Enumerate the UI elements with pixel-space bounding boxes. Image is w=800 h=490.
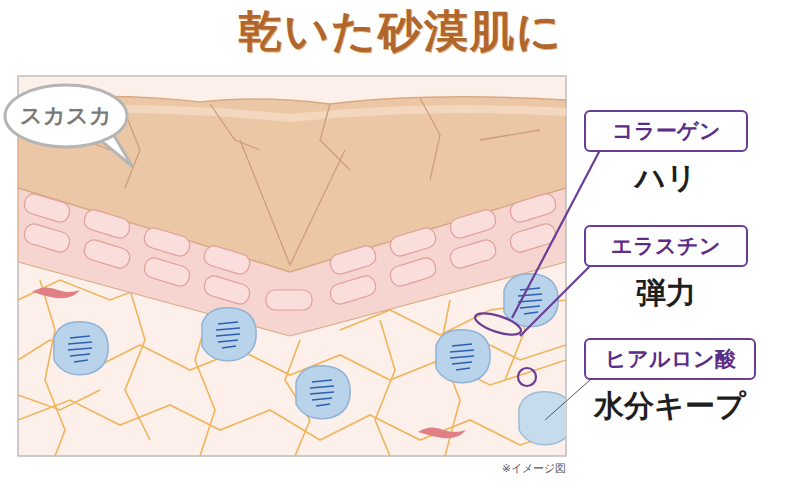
hyaluronic-cells	[54, 274, 566, 445]
fibers	[18, 280, 566, 456]
skin-surface	[18, 96, 566, 272]
speech-bubble: スカスカ	[3, 83, 129, 149]
bubble-text: スカスカ	[20, 101, 112, 131]
label-box: コラーゲンハリ	[584, 110, 748, 199]
leader-line	[545, 380, 590, 420]
title: 乾いた砂漠肌に	[0, 2, 800, 61]
box-caption: ハリ	[584, 158, 748, 199]
leader-lines	[473, 150, 600, 386]
box-heading: エラスチン	[584, 225, 748, 267]
box-caption: 水分キープ	[584, 386, 756, 427]
label-box: エラスチン弾力	[584, 225, 748, 314]
box-heading: コラーゲン	[584, 110, 748, 152]
note: ※イメージ図	[502, 461, 566, 476]
box-caption: 弾力	[584, 273, 748, 314]
cells	[22, 192, 558, 310]
box-heading: ヒアルロン酸	[584, 338, 756, 380]
fibroblast	[418, 427, 466, 438]
fibroblast	[32, 287, 80, 298]
label-box: ヒアルロン酸水分キープ	[584, 338, 756, 427]
